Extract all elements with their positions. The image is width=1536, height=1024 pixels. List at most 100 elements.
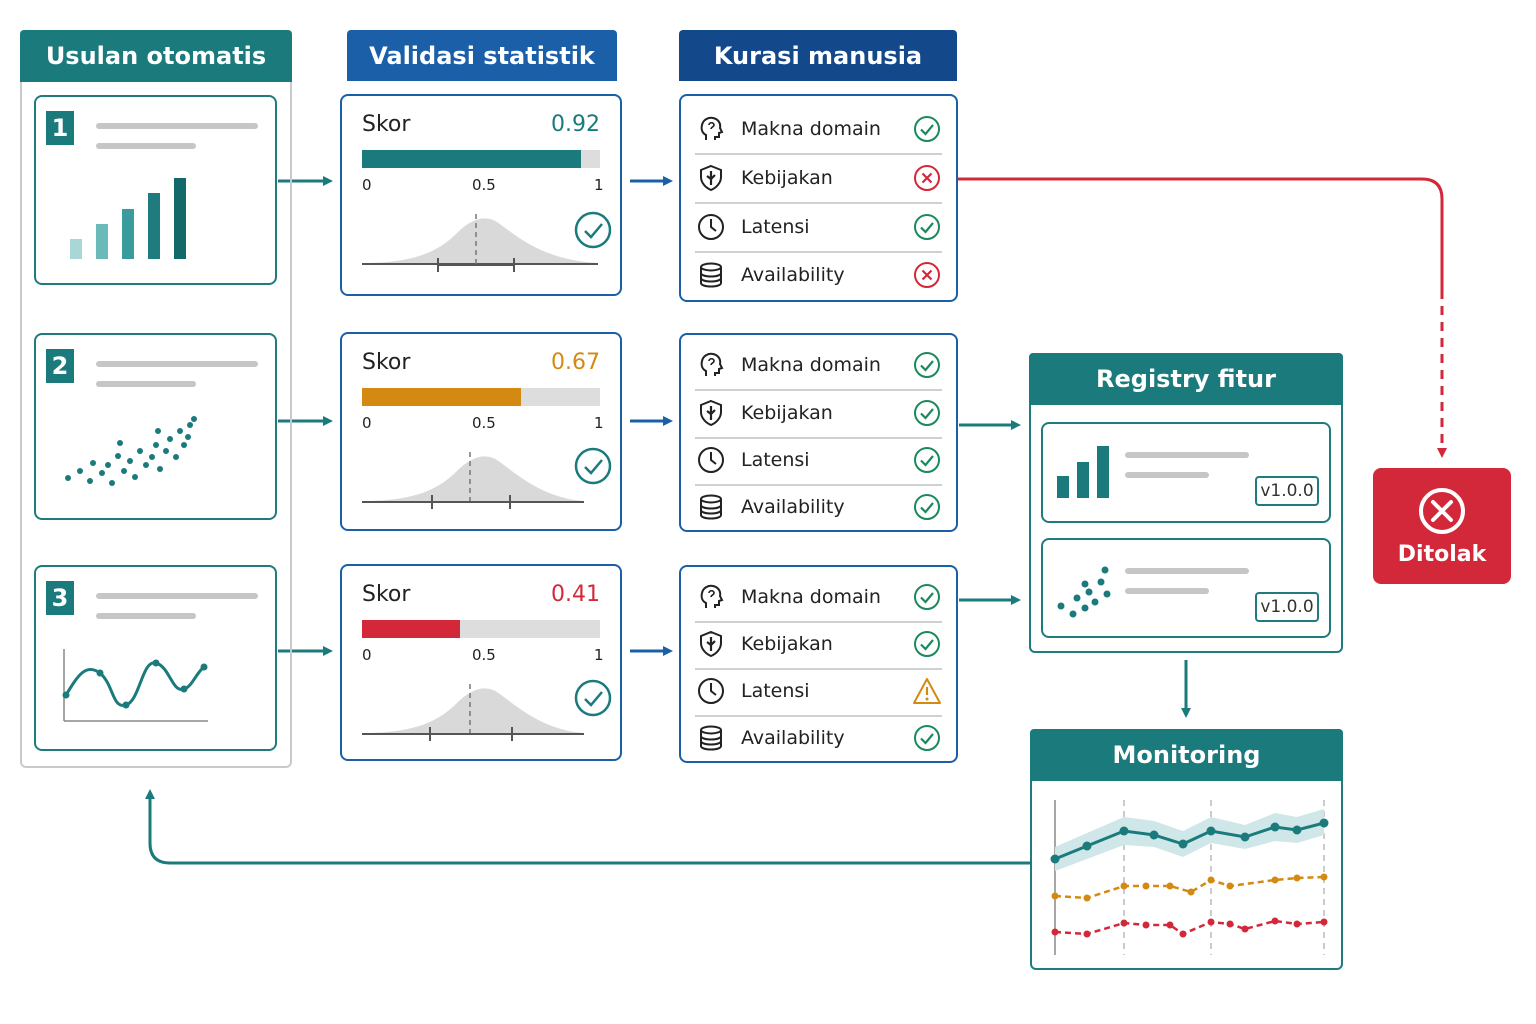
curation-row[interactable]: Latensi: [695, 436, 942, 484]
placeholder-line: [96, 361, 258, 367]
scatter-chart-icon: [1057, 566, 1111, 618]
row-divider: [695, 153, 942, 155]
rejected-label: Ditolak: [1397, 542, 1487, 567]
curation-header: Kurasi manusia: [679, 30, 957, 81]
placeholder-line: [1125, 568, 1249, 574]
registry-item-2[interactable]: v1.0.0: [1041, 538, 1331, 638]
curation-row[interactable]: Makna domain: [695, 573, 942, 621]
distribution-curve: [362, 214, 598, 272]
validation-card-2[interactable]: Skor 0.67 0 0.5 1: [340, 332, 622, 531]
curation-row[interactable]: Latensi: [695, 667, 942, 715]
row-divider: [695, 389, 942, 391]
criterion-label: Makna domain: [741, 118, 881, 140]
database-icon: [695, 491, 727, 523]
proposal-number: 1: [46, 111, 74, 145]
version-badge: v1.0.0: [1255, 476, 1319, 506]
proposal-card-3[interactable]: 3: [34, 565, 277, 751]
placeholder-line: [96, 613, 196, 619]
check-circle-icon: [912, 723, 942, 753]
criterion-label: Latensi: [741, 449, 810, 471]
validation-card-3[interactable]: Skor 0.41 0 0.5 1: [340, 564, 622, 761]
criterion-label: Makna domain: [741, 354, 881, 376]
check-circle-icon: [574, 211, 612, 249]
placeholder-line: [1125, 472, 1209, 478]
head-icon: [695, 349, 727, 381]
arrow-feedback-to-proposals: [145, 789, 1032, 865]
criterion-label: Availability: [741, 727, 845, 749]
criterion-label: Kebijakan: [741, 167, 833, 189]
validation-header: Validasi statistik: [347, 30, 617, 81]
score-bar-track: [362, 620, 600, 638]
warning-triangle-icon: [912, 676, 942, 706]
registry-item-1[interactable]: v1.0.0: [1041, 422, 1331, 523]
placeholder-line: [1125, 588, 1209, 594]
placeholder-line: [96, 123, 258, 129]
row-divider: [695, 484, 942, 486]
curation-row[interactable]: Availability: [695, 483, 942, 531]
curation-row[interactable]: Kebijakan: [695, 620, 942, 668]
arrow-curation1-to-rejected: [958, 177, 1444, 290]
proposal-number: 2: [46, 349, 74, 383]
curation-row[interactable]: Availability: [695, 714, 942, 762]
criterion-label: Availability: [741, 496, 845, 518]
row-divider: [695, 621, 942, 623]
head-icon: [695, 581, 727, 613]
check-circle-icon: [912, 114, 942, 144]
close-circle-icon: [1419, 488, 1465, 534]
shield-icon: [695, 628, 727, 660]
monitoring-chart: [1050, 800, 1329, 955]
criterion-label: Availability: [741, 264, 845, 286]
version-badge: v1.0.0: [1255, 592, 1319, 622]
axis-mid: 0.5: [472, 176, 496, 194]
validation-card-1[interactable]: Skor 0.92 0 0.5 1: [340, 94, 622, 296]
axis-min: 0: [362, 646, 372, 664]
placeholder-line: [1125, 452, 1249, 458]
distribution-curve: [362, 452, 584, 509]
scatter-chart-icon: [65, 416, 197, 486]
curation-row[interactable]: Availability: [695, 251, 942, 299]
proposal-card-1[interactable]: 1: [34, 95, 277, 285]
axis-min: 0: [362, 176, 372, 194]
shield-icon: [695, 397, 727, 429]
axis-max: 1: [594, 176, 604, 194]
proposal-card-2[interactable]: 2: [34, 333, 277, 520]
check-circle-icon: [574, 447, 612, 485]
curation-row[interactable]: Kebijakan: [695, 389, 942, 437]
curation-row[interactable]: Makna domain: [695, 105, 942, 153]
score-bar-fill: [362, 388, 522, 406]
score-bar-fill: [362, 150, 581, 168]
curation-row[interactable]: Makna domain: [695, 341, 942, 389]
criterion-label: Kebijakan: [741, 402, 833, 424]
score-bar-fill: [362, 620, 460, 638]
score-value: 0.41: [551, 582, 600, 607]
placeholder-line: [96, 593, 258, 599]
check-circle-icon: [912, 629, 942, 659]
score-value: 0.67: [551, 350, 600, 375]
score-bar-track: [362, 388, 600, 406]
clock-icon: [695, 675, 727, 707]
check-circle-icon: [912, 398, 942, 428]
curation-row[interactable]: Latensi: [695, 203, 942, 251]
check-circle-icon: [912, 582, 942, 612]
row-divider: [695, 437, 942, 439]
rejected-box[interactable]: Ditolak: [1373, 468, 1511, 584]
check-circle-icon: [912, 212, 942, 242]
shield-icon: [695, 162, 727, 194]
row-divider: [695, 668, 942, 670]
criterion-label: Makna domain: [741, 586, 881, 608]
check-circle-icon: [574, 679, 612, 717]
database-icon: [695, 722, 727, 754]
row-divider: [695, 715, 942, 717]
criterion-label: Kebijakan: [741, 633, 833, 655]
placeholder-line: [96, 381, 196, 387]
placeholder-line: [96, 143, 196, 149]
criterion-label: Latensi: [741, 680, 810, 702]
curation-row[interactable]: Kebijakan: [695, 154, 942, 202]
error-circle-icon: [912, 163, 942, 193]
error-circle-icon: [912, 260, 942, 290]
check-circle-icon: [912, 445, 942, 475]
